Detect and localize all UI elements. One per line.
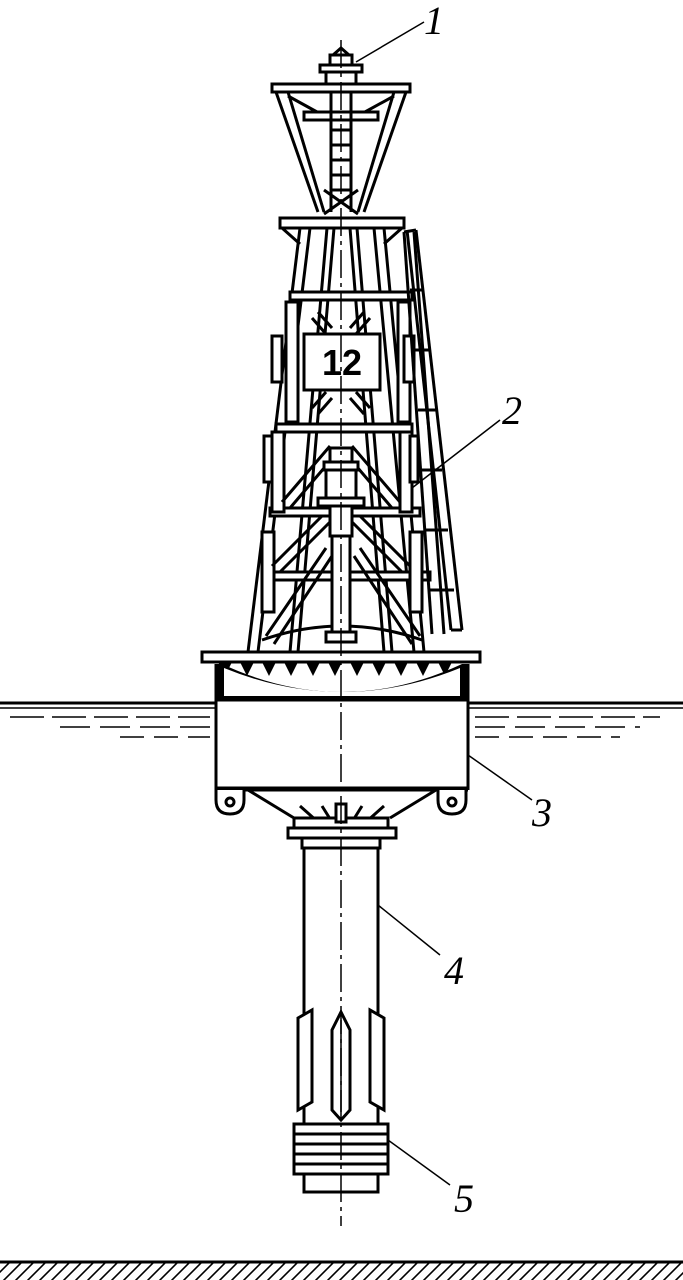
callout-4: 4	[444, 948, 464, 993]
hull	[214, 664, 470, 840]
number-plate: 12	[302, 332, 382, 392]
callout-5: 5	[454, 1176, 474, 1221]
ladder	[402, 228, 464, 635]
callout-3: 3	[531, 790, 552, 835]
seabed	[0, 1260, 683, 1280]
lattice-tower	[246, 227, 432, 653]
callout-leaders	[355, 21, 533, 1186]
buoy-number-label: 12	[322, 342, 362, 383]
callout-2: 2	[502, 388, 522, 433]
callout-1: 1	[424, 0, 444, 43]
